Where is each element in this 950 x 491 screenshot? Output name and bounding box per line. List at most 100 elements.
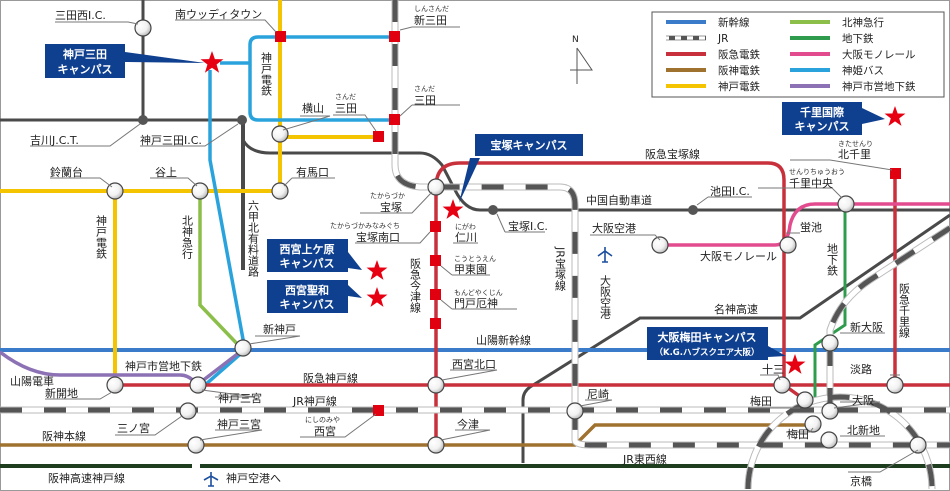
campus-callout-seiwa[interactable]: 西宮聖和 キャンパス [267, 280, 388, 313]
label-hokushin: 北神急行 [181, 215, 194, 260]
label-jr-takarazuka: JR宝塚線 [554, 246, 567, 291]
label-imazu: 今津 [457, 417, 479, 431]
legend-label: 北神急行 [842, 16, 884, 29]
furigana: きたせんり [838, 140, 873, 148]
shinki-bus-route [203, 35, 395, 387]
label-tanigami: 谷上 [155, 166, 177, 179]
campus-name: キャンパス [795, 120, 850, 133]
label-jr-kobe: JR神戸線 [292, 394, 337, 408]
label-ikeda-ic: 池田I.C. [710, 185, 750, 198]
label-hankyu-imazu: 阪急今津線 [409, 257, 422, 313]
furigana: たからづか [370, 191, 405, 200]
label-takarazuka-ic: 宝塚I.C. [508, 219, 548, 233]
legend-item: 北神急行 [790, 16, 884, 29]
label-umeda-hanshin: 梅田 [787, 427, 809, 441]
label-juso: 十三 [762, 362, 784, 376]
campus-callout-uegahara[interactable]: 西宮上ケ原 キャンパス [267, 239, 388, 280]
label-suzurandai: 鈴蘭台 [50, 165, 83, 179]
label-hanshin-expressway: 阪神高速神戸線 [48, 471, 125, 485]
campus-name: キャンパス [58, 63, 113, 76]
label-arimaguchi: 有馬口 [296, 165, 329, 179]
label-jr-tozai: JR東西線 [622, 452, 667, 466]
legend-item: 新幹線 [666, 16, 750, 29]
label-minami-woody-town: 南ウッディタウン [175, 7, 262, 21]
campus-name: 西宮上ケ原 [280, 242, 335, 256]
label-hankyu-senri: 阪急千里線 [898, 282, 911, 338]
label-amagasaki: 尼崎 [587, 387, 609, 401]
compass-north-icon: N [570, 35, 593, 84]
label-umeda-hankyu: 梅田 [750, 394, 772, 408]
label-osaka-monorail: 大阪モノレール [700, 249, 777, 263]
legend-item: 阪急電鉄 [666, 48, 760, 61]
station-labels: 三田西I.C. 南ウッディタウン しんさんだ 新三田 さんだ 三田 さんだ 三田… [30, 5, 883, 488]
campus-callout-umeda[interactable]: 大阪梅田キャンパス （K.G.ハブスクエア大阪） [647, 327, 806, 374]
label-shin-osaka: 新大阪 [850, 320, 883, 334]
furigana: こうとうえん [454, 255, 496, 263]
label-takarazuka-minamiguchi: 宝塚南口 [356, 230, 400, 244]
campus-callout-senri[interactable]: 千里国際 キャンパス [782, 102, 906, 135]
label-takarazuka: 宝塚 [380, 200, 402, 214]
label-osaka-airport: 大阪空港 [592, 221, 636, 235]
legend-label: JR [717, 33, 728, 45]
legend-item: 大阪モノレール [790, 48, 916, 61]
campus-name: キャンパス [280, 298, 335, 311]
hokushin-line [198, 191, 245, 352]
label-kobe-dentetsu: 神戸電鉄 [260, 51, 273, 96]
label-kobe-dentetsu: 神戸電鉄 [95, 214, 108, 259]
small-stations [275, 31, 901, 416]
legend-label: 大阪モノレール [842, 48, 916, 61]
line-labels: 神戸電鉄 神戸電鉄 北神急行 六甲北有料道路 阪急今津線 阪急宝塚線 中国自動車… [10, 51, 911, 485]
label-sanda-nishi-ic: 三田西I.C. [55, 9, 106, 22]
compass-label: N [572, 35, 579, 45]
label-to-kobe-airport: 神戸空港へ [226, 471, 281, 485]
legend-label: 神戸電鉄 [718, 80, 760, 93]
legend-label: 新幹線 [718, 16, 750, 29]
campus-name: 神戸三田 [63, 47, 107, 61]
label-sanda-kd: 三田 [335, 102, 357, 115]
campus-callout-takarazuka[interactable]: 宝塚キャンパス [442, 134, 583, 219]
furigana: にしのみや [305, 416, 340, 424]
label-kobe-sanda-ic: 神戸三田I.C. [140, 133, 202, 147]
airplane-icon [597, 247, 613, 263]
legend-label: 神姫バス [842, 64, 884, 77]
campus-callout-sanda[interactable]: 神戸三田 キャンパス [45, 44, 224, 78]
furigana: さんだ [414, 85, 435, 93]
label-kitashinchi: 北新地 [847, 423, 880, 437]
legend-item: 神姫バス [790, 64, 884, 77]
legend-label: 地下鉄 [842, 32, 874, 45]
legend-item: 神戸市営地下鉄 [790, 80, 916, 93]
label-kobe-sannomiya-hanshin: 神戸三宮 [217, 417, 261, 431]
legend-item: JR [666, 33, 728, 45]
furigana: さんだ [335, 93, 356, 101]
legend-item: 阪神電鉄 [666, 64, 760, 77]
label-rokko-road: 六甲北有料道路 [247, 200, 260, 278]
campus-name: 西宮聖和 [285, 283, 329, 297]
furigana: しんさんだ [414, 5, 449, 13]
campus-subname: （K.G.ハブスクエア大阪） [654, 347, 759, 358]
label-sanyo-dentetsu: 山陽電車 [10, 374, 54, 388]
furigana: たからづかみなみぐち [330, 221, 400, 230]
label-shinsanda: 新三田 [414, 13, 447, 27]
label-sanda-jr: 三田 [414, 94, 436, 107]
label-kobe-sannomiya-hankyu: 神戸三宮 [218, 391, 262, 405]
campus-name: 大阪梅田キャンパス [658, 330, 757, 344]
label-leaders [30, 19, 919, 473]
furigana: もんどやくじん [454, 289, 503, 297]
label-sanyo-shinkansen: 山陽新幹線 [476, 333, 531, 347]
label-kotoen: 甲東園 [454, 263, 487, 276]
airplane-icon [203, 472, 219, 487]
legend-label: 神戸市営地下鉄 [842, 80, 916, 93]
label-chugoku-expressway: 中国自動車道 [586, 193, 652, 207]
label-hankyu-kobe: 阪急神戸線 [303, 371, 358, 385]
label-mondoyakujin: 門戸厄神 [454, 296, 498, 310]
label-osaka: 大阪 [852, 393, 874, 407]
label-hanshin-main: 阪神本線 [42, 429, 86, 443]
label-kobe-subway: 神戸市営地下鉄 [125, 359, 202, 373]
label-osaka-airport-v: 大阪空港 [599, 274, 612, 319]
label-senri-chuo: 千里中央 [789, 177, 833, 190]
label-kyobashi: 京橋 [850, 474, 872, 488]
hanshin-main-line [0, 423, 810, 447]
label-nigawa: 仁川 [455, 231, 477, 244]
